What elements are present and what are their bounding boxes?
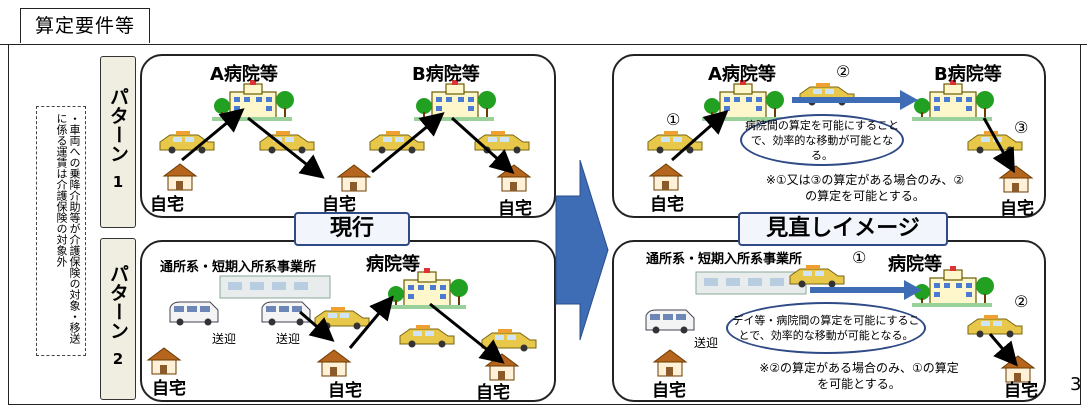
home-label: 自宅 xyxy=(498,199,532,219)
mark-1: ① xyxy=(852,248,867,267)
transition-arrow xyxy=(555,159,609,341)
content-frame xyxy=(8,44,1081,405)
condition-note: ※①又は③の算定がある場合のみ、②の算定を可能とする。 xyxy=(765,173,965,203)
side-note: ・車両への乗降介助等が介護保険の対象・移送に係る運賃は介護保険の対象外 xyxy=(36,106,86,356)
pattern-1-label: パターン 1 xyxy=(100,56,136,228)
mark-2: ② xyxy=(1014,292,1029,311)
mark-2: ② xyxy=(836,62,851,81)
explanation-bubble: デイ等・病院間の算定を可能にすることで、効率的な移動が可能となる。 xyxy=(726,302,926,354)
home-label: 自宅 xyxy=(650,195,684,215)
home-label: 自宅 xyxy=(1000,199,1034,219)
hospital-b-illustration xyxy=(413,79,497,122)
hospital-label: 病院等 xyxy=(888,254,942,275)
page-number: 3 xyxy=(1070,374,1082,395)
hospital-b-label: B病院等 xyxy=(412,64,480,85)
hospital-a-label: A病院等 xyxy=(210,64,278,85)
pattern-2-label: パターン 2 xyxy=(100,238,136,400)
pattern-2-text: パターン xyxy=(107,264,129,340)
mark-3: ③ xyxy=(1014,118,1029,137)
revised-ribbon: 見直しイメージ xyxy=(738,212,948,246)
mark-1: ① xyxy=(666,110,681,129)
hospital-b-label: B病院等 xyxy=(934,64,1002,85)
page-title: 算定要件等 xyxy=(20,8,151,43)
home-label: 自宅 xyxy=(152,379,186,399)
home-label: 自宅 xyxy=(476,383,510,403)
pattern-1-number: 1 xyxy=(112,173,124,191)
facility-label: 通所系・短期入所系事業所 xyxy=(160,260,317,275)
home-label: 自宅 xyxy=(652,381,686,401)
home-label: 自宅 xyxy=(1004,381,1038,401)
home-label: 自宅 xyxy=(322,195,356,215)
hospital-a-label: A病院等 xyxy=(708,64,776,85)
hospital-a-illustration xyxy=(211,79,295,122)
pickup-label: 送迎 xyxy=(276,332,301,346)
home-label: 自宅 xyxy=(150,195,184,215)
header-bar xyxy=(0,0,1087,45)
facility-label: 通所系・短期入所系事業所 xyxy=(646,252,803,267)
home-label: 自宅 xyxy=(328,381,362,401)
hospital-label: 病院等 xyxy=(366,254,420,275)
pickup-label: 送迎 xyxy=(212,332,237,346)
pattern-1-text: パターン xyxy=(107,87,129,163)
pattern-2-number: 2 xyxy=(112,350,124,368)
explanation-bubble: 病院間の算定を可能にすることで、効率的な移動が可能となる。 xyxy=(740,114,904,166)
current-ribbon: 現行 xyxy=(294,212,410,246)
condition-note: ※②の算定がある場合のみ、①の算定を可能とする。 xyxy=(759,361,959,391)
pickup-label: 送迎 xyxy=(694,336,719,350)
